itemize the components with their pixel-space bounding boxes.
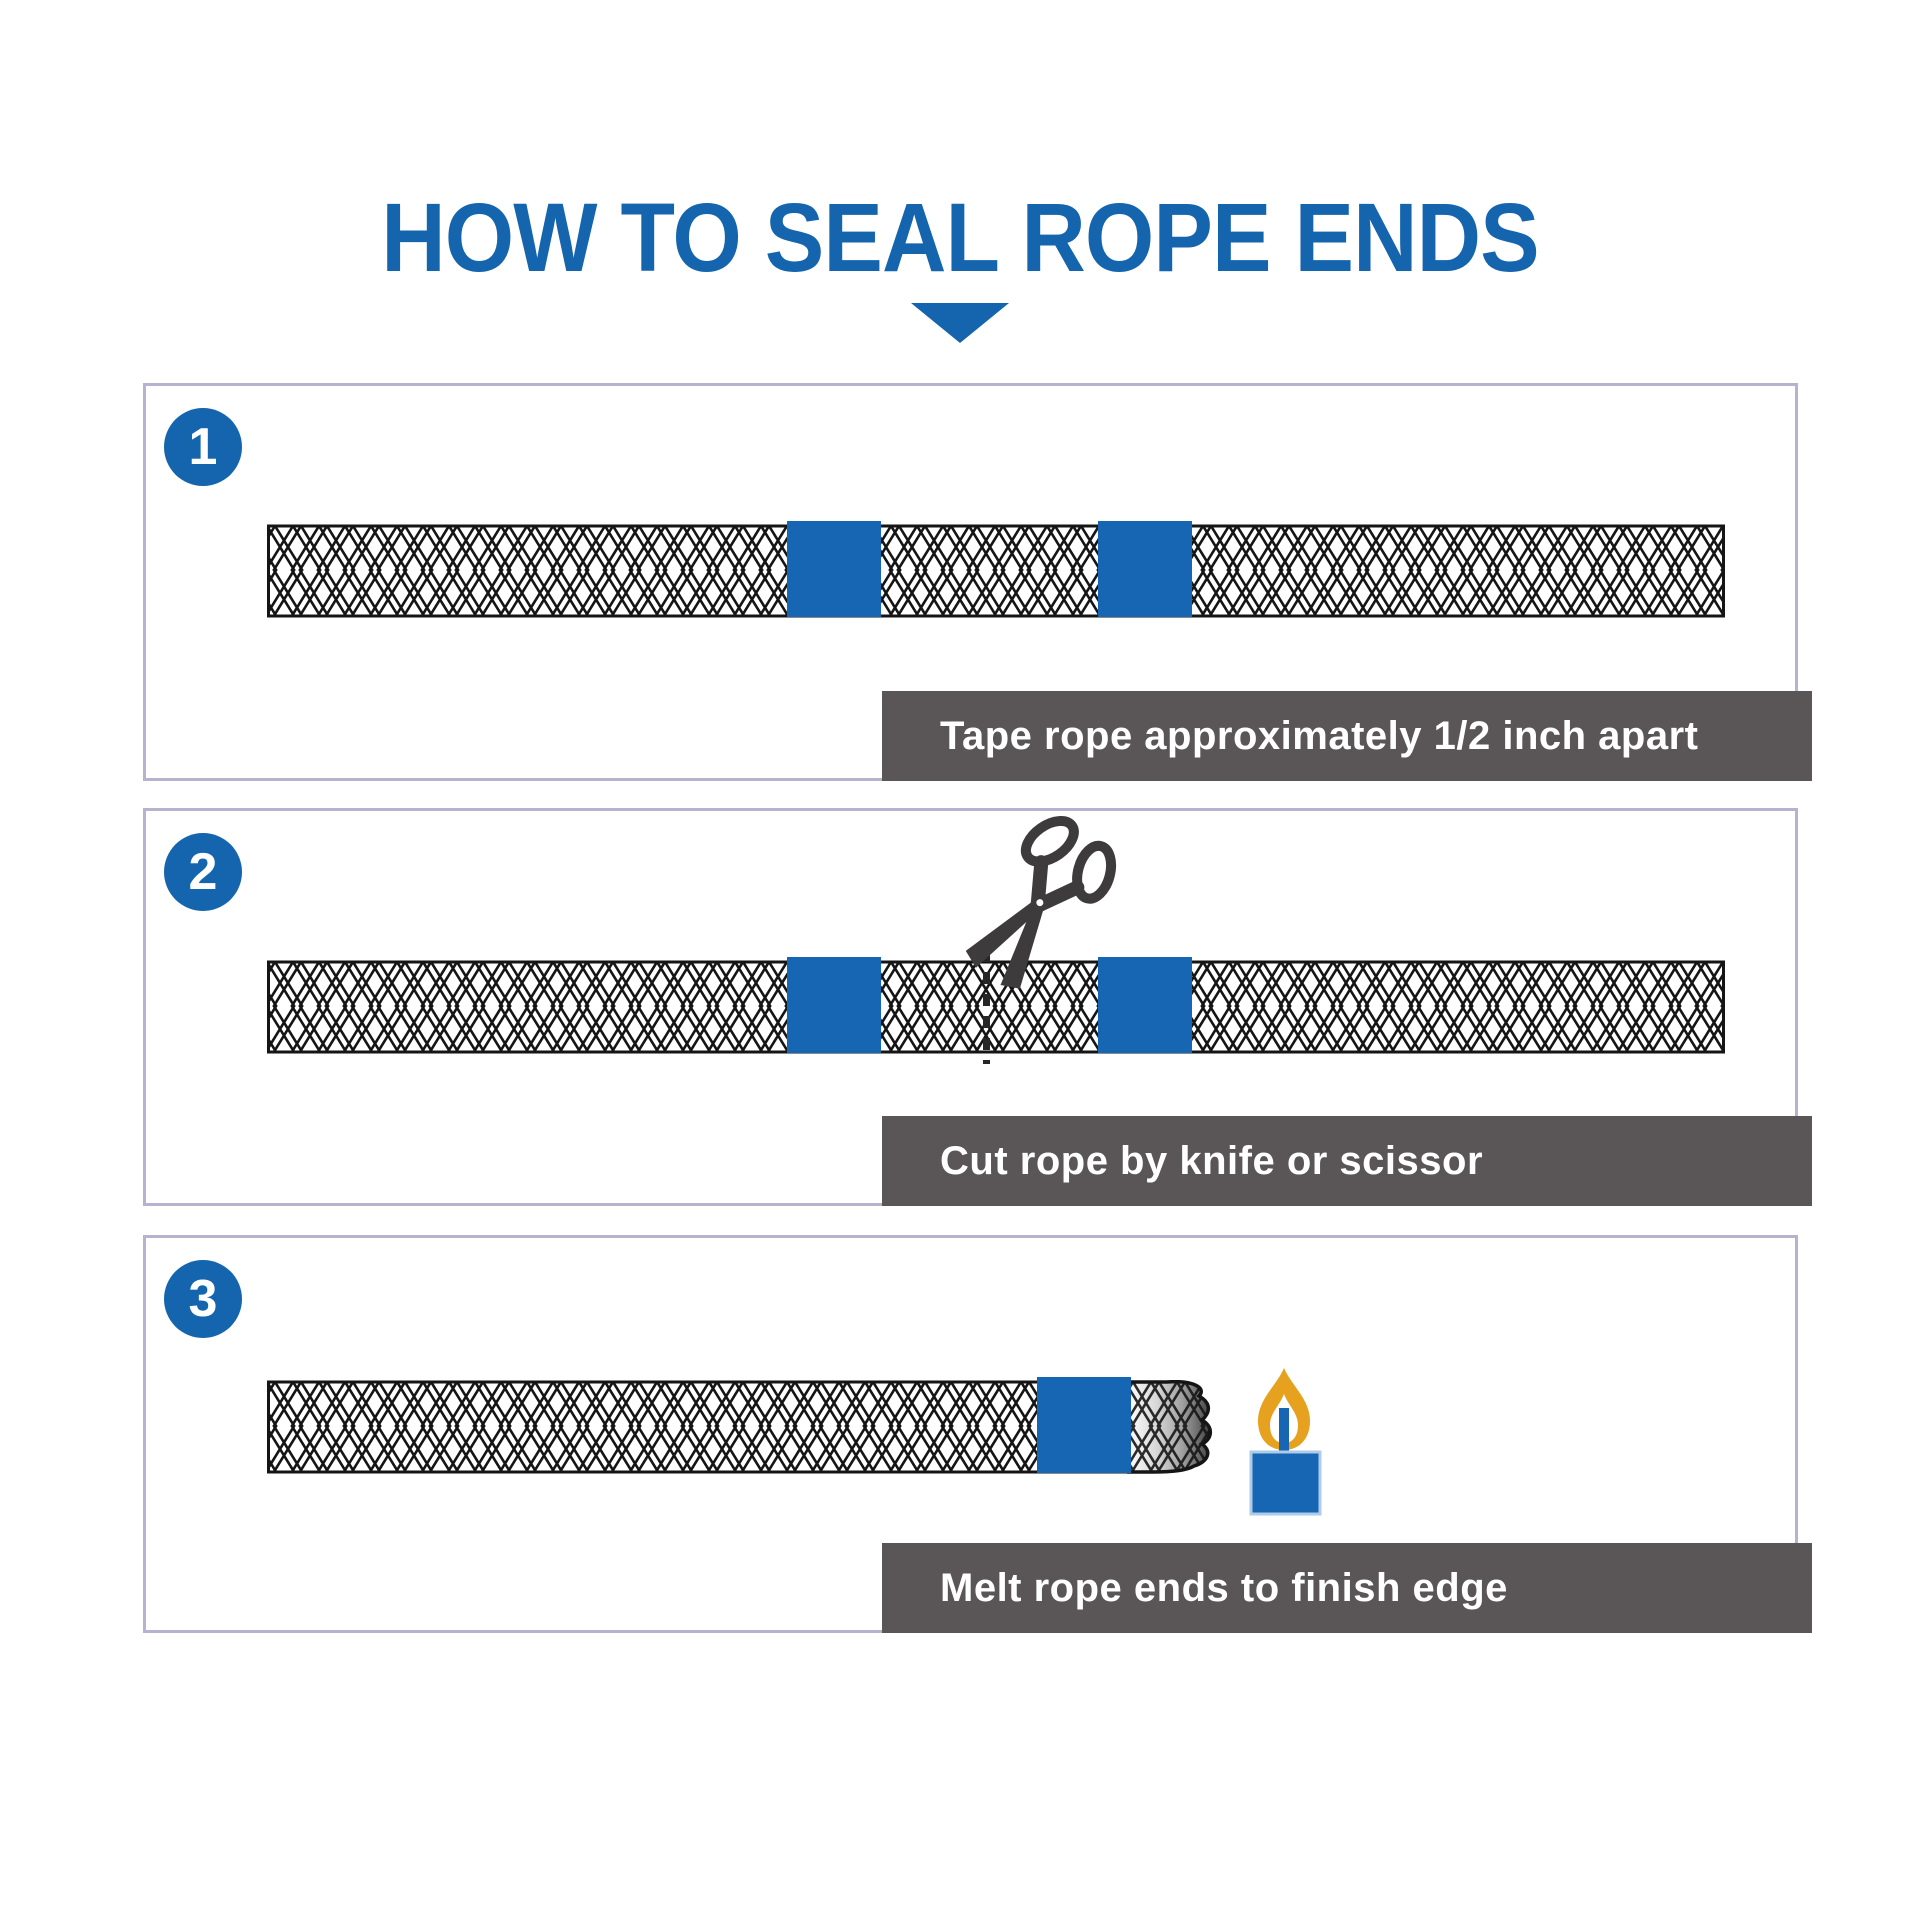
tape-mark (787, 521, 881, 617)
step-panel-1: 1 Tape rope approximately 1/2 inch apart (143, 383, 1812, 781)
tape-mark (787, 957, 881, 1053)
step-caption-text: Tape rope approximately 1/2 inch apart (940, 713, 1699, 758)
scissors-icon (965, 815, 1117, 989)
step-caption-text: Cut rope by knife or scissor (940, 1138, 1484, 1183)
tape-mark (1098, 957, 1192, 1053)
step-number: 2 (188, 843, 218, 901)
rope-illustration-cut (267, 1380, 1212, 1474)
step-panel-2: 2 (143, 808, 1812, 1206)
step-number: 1 (188, 418, 218, 476)
candle-flame-icon (1249, 1368, 1322, 1516)
step-caption-bar: Cut rope by knife or scissor (882, 1116, 1812, 1206)
step-number-badge: 2 (164, 833, 242, 911)
down-triangle-icon (911, 303, 1009, 343)
melted-rope-end (1127, 1380, 1212, 1474)
step-caption-bar: Melt rope ends to finish edge (882, 1543, 1812, 1633)
step-panel-3: 3 (143, 1235, 1812, 1633)
tape-mark (1037, 1377, 1131, 1473)
rope-illustration (267, 524, 1725, 618)
step-caption-bar: Tape rope approximately 1/2 inch apart (882, 691, 1812, 781)
step-number: 3 (188, 1270, 218, 1328)
cut-line (983, 950, 990, 1064)
page-title: HOW TO SEAL ROPE ENDS (381, 183, 1539, 292)
tape-mark (1098, 521, 1192, 617)
step-number-badge: 1 (164, 408, 242, 486)
rope-illustration (267, 960, 1725, 1054)
step-number-badge: 3 (164, 1260, 242, 1338)
step-caption-text: Melt rope ends to finish edge (940, 1565, 1508, 1610)
